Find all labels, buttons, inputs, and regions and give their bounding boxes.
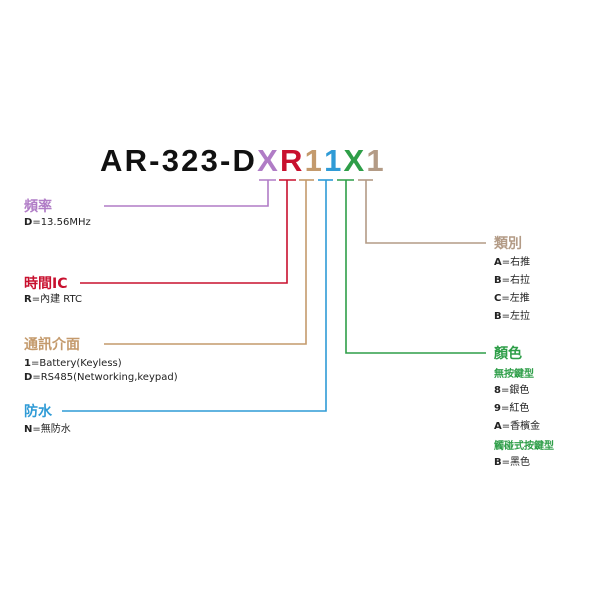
- category-title: 類別: [494, 236, 522, 252]
- color-section: 顏色 無按鍵型 8=銀色 9=紅色 A=香檳金 觸碰式按鍵型 B=黑色: [494, 345, 554, 470]
- color-option: A=香檳金: [494, 420, 554, 434]
- waterproof-section: 防水 N=無防水: [24, 403, 71, 437]
- option-key: B: [494, 275, 502, 286]
- model-char-frequency: X: [257, 143, 281, 178]
- color-option: 8=銀色: [494, 384, 554, 398]
- clock-option: R=內建 RTC: [24, 293, 82, 307]
- color-connector: [345, 180, 486, 354]
- option-text: =右推: [501, 257, 531, 268]
- option-text: =Battery(Keyless): [30, 358, 122, 369]
- option-key: D: [24, 372, 33, 383]
- option-text: =13.56MHz: [32, 217, 91, 228]
- option-key: N: [24, 424, 33, 435]
- interface-connector: [104, 180, 307, 345]
- color-title: 顏色: [494, 346, 522, 362]
- color-group-label: 觸碰式按鍵型: [494, 441, 554, 452]
- model-number: AR-323-DXR11X1: [100, 143, 386, 179]
- frequency-option: D=13.56MHz: [24, 216, 91, 230]
- color-option: B=黑色: [494, 456, 554, 470]
- option-text: =左拉: [501, 311, 531, 322]
- waterproof-title: 防水: [24, 404, 52, 420]
- option-key: A: [494, 421, 502, 432]
- waterproof-option: N=無防水: [24, 423, 71, 437]
- category-section: 類別 A=右推 B=右拉 C=左推 B=左拉: [494, 235, 530, 324]
- model-char-interface: 1: [304, 143, 325, 178]
- category-option: A=右推: [494, 256, 530, 270]
- model-char-waterproof: 1: [324, 143, 344, 178]
- interface-option: D=RS485(Networking,keypad): [24, 371, 178, 385]
- option-text: =右拉: [501, 275, 531, 286]
- option-text: =銀色: [500, 385, 530, 396]
- option-key: 9: [494, 403, 501, 414]
- color-group-label: 無按鍵型: [494, 369, 534, 380]
- category-option: C=左推: [494, 292, 530, 306]
- option-key: D: [24, 217, 33, 228]
- frequency-title: 頻率: [24, 199, 52, 215]
- option-text: =左推: [501, 293, 530, 304]
- option-key: B: [494, 311, 502, 322]
- model-char-color: X: [343, 143, 367, 178]
- color-option: 9=紅色: [494, 402, 554, 416]
- clock-section: 時間IC R=內建 RTC: [24, 275, 82, 307]
- frequency-connector: [104, 180, 269, 207]
- option-key: R: [24, 294, 32, 305]
- option-text: =RS485(Networking,keypad): [32, 372, 178, 383]
- option-key: C: [494, 293, 502, 304]
- model-char-category: 1: [366, 143, 386, 178]
- clock-connector: [80, 180, 288, 284]
- option-key: 1: [24, 358, 31, 369]
- option-text: =香檳金: [501, 421, 541, 432]
- interface-title: 通訊介面: [24, 337, 80, 353]
- option-key: B: [494, 457, 502, 468]
- category-option: B=左拉: [494, 310, 530, 324]
- option-key: A: [494, 257, 502, 268]
- waterproof-connector: [62, 180, 327, 412]
- option-text: =無防水: [32, 424, 71, 435]
- category-option: B=右拉: [494, 274, 530, 288]
- option-text: =黑色: [501, 457, 531, 468]
- option-text: =紅色: [500, 403, 530, 414]
- frequency-section: 頻率 D=13.56MHz: [24, 198, 91, 230]
- clock-title: 時間IC: [24, 276, 68, 292]
- interface-section: 通訊介面 1=Battery(Keyless) D=RS485(Networki…: [24, 336, 178, 385]
- interface-option: 1=Battery(Keyless): [24, 357, 178, 371]
- option-text: =內建 RTC: [31, 294, 82, 305]
- category-connector: [365, 180, 486, 244]
- option-key: 8: [494, 385, 501, 396]
- model-prefix: AR-323-D: [100, 143, 258, 178]
- model-char-clock: R: [280, 143, 305, 178]
